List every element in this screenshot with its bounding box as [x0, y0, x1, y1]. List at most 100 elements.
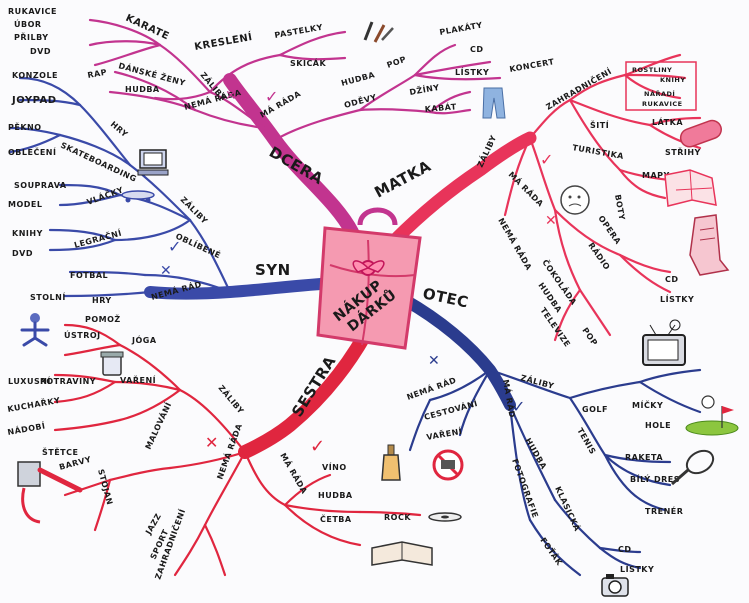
label-konzole: KONZOLE	[12, 71, 58, 80]
label-luxusni: LUXUSNÍ	[8, 375, 51, 386]
tennis-racket-icon	[671, 449, 715, 486]
label-bily-dres: BÍLÝ DRES	[630, 473, 680, 484]
label-odevy: ODĚVY	[343, 91, 378, 110]
check-mark-otec: ✓	[512, 397, 526, 416]
label-hudba-sestra: HUDBA	[318, 491, 353, 500]
book-icon	[371, 541, 433, 566]
label-fotografie: FOTOGRAFIE	[510, 458, 540, 520]
label-ma-rada-sestra: MÁ RÁDA	[278, 451, 310, 496]
label-zaliby-sestra: ZÁLIBY	[216, 382, 247, 416]
label-joga: JÓGA	[131, 334, 157, 345]
matka-subbranches	[503, 53, 702, 342]
branch-label-dcera: DCERA	[266, 143, 326, 188]
label-nema-rad-otec: NEMÁ RÁD	[405, 374, 458, 402]
label-siti: ŠITÍ	[590, 119, 609, 130]
label-cd-dcera: CD	[470, 45, 484, 54]
fabric-roll-icon	[679, 119, 722, 148]
label-golf: GOLF	[582, 405, 608, 414]
label-zaliby-syn: ZÁLIBY	[179, 194, 211, 226]
label-dvd-syn: DVD	[12, 249, 33, 258]
computer-icon	[137, 149, 169, 176]
label-rukavice: RUKAVICE	[8, 7, 57, 16]
label-pekno: PĚKNO	[8, 121, 42, 132]
label-vareni-otec: VAŘENÍ	[425, 425, 463, 442]
label-koncert: KONCERT	[509, 57, 555, 74]
label-malovani: MALOVÁNÍ	[142, 400, 174, 451]
label-trener: TRENÉR	[645, 505, 683, 516]
label-hry-stolni: HRY	[92, 296, 112, 305]
label-micky: MÍČKY	[632, 399, 663, 410]
branch-label-matka: MATKA	[371, 157, 434, 202]
golf-ball-icon	[701, 395, 715, 409]
check-mark-matka: ✓	[540, 150, 554, 169]
label-kabat: KABÁT	[424, 100, 457, 114]
label-rock: ROCK	[384, 513, 411, 522]
label-cetba: ČETBA	[320, 513, 352, 524]
branch-dcera-trunk	[223, 73, 359, 239]
label-skicak: SKICÁK	[290, 57, 327, 68]
label-tenis: TENIS	[575, 427, 597, 456]
label-obleceni: OBLEČENÍ	[8, 146, 56, 157]
branch-label-syn: SYN	[255, 261, 291, 279]
label-cd-matka: CD	[665, 275, 679, 284]
sestra-subbranches	[53, 323, 422, 577]
label-plakaty: PLAKÁTY	[438, 19, 483, 37]
label-hry-syn: HRY	[109, 120, 130, 140]
map-icon	[664, 169, 717, 207]
label-hole: HOLE	[645, 421, 671, 430]
record-icon	[428, 512, 462, 522]
label-pop-matka: POP	[580, 326, 599, 348]
label-dvd-dcera: DVD	[30, 47, 51, 56]
wine-bottle-icon	[381, 444, 401, 481]
otec-subbranches	[408, 368, 702, 577]
paintbrush-icon	[17, 461, 83, 524]
camera-icon	[601, 574, 629, 597]
check-mark-sestra: ✓	[310, 436, 326, 457]
label-fotbal: FOTBAL	[70, 271, 108, 280]
label-dziny: DŽÍNY	[408, 81, 440, 97]
pencils-icon	[363, 21, 394, 43]
label-model: MODEL	[8, 200, 42, 209]
label-pop-dcera: POP	[386, 55, 408, 70]
face-icon	[560, 185, 590, 215]
label-pomoz: POMOŽ	[85, 313, 121, 324]
label-stojan: STOJAN	[96, 468, 114, 506]
label-raketa: RAKETA	[625, 453, 663, 462]
cross-mark-matka: ✕	[545, 213, 557, 229]
label-rostliny: ROSTLINY	[632, 66, 672, 74]
label-mapy: MAPY	[642, 171, 670, 180]
label-vino: VÍNO	[322, 461, 347, 472]
label-kresleni: KRESLENÍ	[193, 30, 253, 53]
check-mark-syn: ✓	[168, 237, 182, 256]
label-boty: BOTY	[613, 194, 626, 221]
label-latka: LÁTKA	[652, 116, 683, 127]
meditation-icon	[20, 313, 50, 347]
label-knihy-matka: KNIHY	[660, 76, 686, 84]
label-nema-rada-matka: NEMÁ RÁDA	[496, 216, 535, 273]
label-potraviny: POTRAVINY	[40, 377, 96, 386]
branch-sestra-trunk	[238, 328, 372, 459]
label-listky-otec: LÍSTKY	[620, 563, 654, 574]
cross-mark-syn: ✕	[160, 263, 172, 279]
label-barvy: BARVY	[58, 455, 92, 472]
label-pastelky: PASTELKY	[274, 23, 324, 40]
label-kucharky: KUCHAŘKY	[6, 394, 61, 414]
label-zahradniceni-matka: ZAHRADNIČENÍ	[544, 65, 614, 112]
label-listky-matka: LÍSTKY	[660, 293, 694, 304]
label-fotak: FOŤÁK	[538, 535, 566, 568]
label-cd-otec: CD	[618, 545, 632, 554]
label-hudba-otec: HUDBA	[523, 437, 548, 472]
dcera-subbranches	[88, 18, 502, 142]
label-strihy: STŘIHY	[665, 146, 701, 157]
label-hudba-dcera-rap: HUDBA	[125, 85, 160, 94]
label-ustroj: ÚSTROJ	[64, 329, 101, 340]
cross-mark-sestra: ✕	[205, 433, 219, 452]
branch-matka-trunk	[388, 131, 537, 247]
jar-icon	[100, 351, 124, 376]
boot-icon	[689, 214, 730, 276]
label-legracni: LEGRAČNÍ	[73, 227, 123, 250]
cross-mark-otec: ✕	[428, 353, 440, 369]
matka-garden-box	[625, 61, 697, 111]
label-vareni-sestra: VAŘENÍ	[120, 374, 156, 385]
